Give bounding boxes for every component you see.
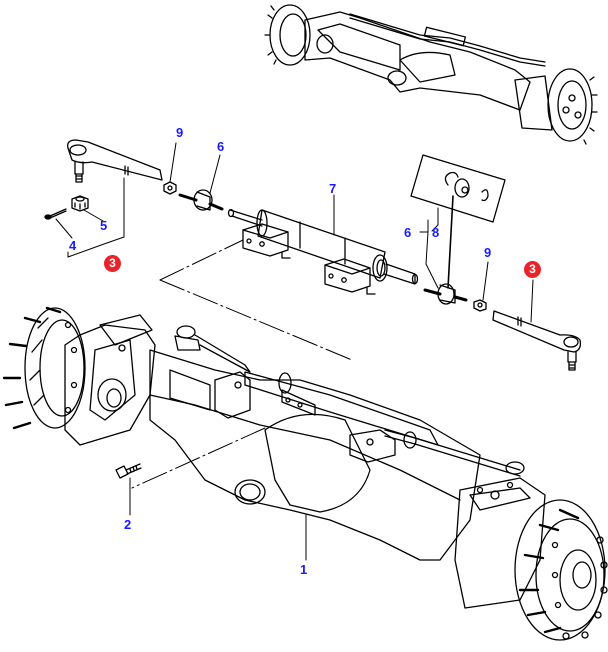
mounting-bolt bbox=[115, 463, 142, 479]
tie-rod-end-left bbox=[67, 139, 163, 183]
main-axle bbox=[2, 306, 608, 641]
callout-9-left[interactable]: 9 bbox=[176, 125, 184, 140]
callout-2[interactable]: 2 bbox=[124, 517, 132, 532]
nut-left bbox=[163, 181, 177, 195]
callout-9-right[interactable]: 9 bbox=[484, 245, 492, 260]
right-wheel-studs bbox=[518, 508, 580, 634]
left-wheel-studs bbox=[2, 306, 62, 430]
nut-right bbox=[473, 299, 487, 312]
assembly-guide-lines bbox=[131, 239, 353, 489]
castle-nut bbox=[71, 195, 89, 212]
leader-lines bbox=[55, 142, 534, 561]
callout-4[interactable]: 4 bbox=[69, 238, 77, 253]
steering-cylinder bbox=[227, 208, 419, 295]
right-hub-bolts bbox=[551, 536, 608, 640]
callout-5[interactable]: 5 bbox=[100, 218, 108, 233]
ball-joint-right bbox=[423, 283, 468, 305]
callout-6-left[interactable]: 6 bbox=[217, 139, 225, 154]
callout-8[interactable]: 8 bbox=[432, 225, 440, 240]
callout-3-left-highlighted[interactable]: 3 bbox=[104, 255, 121, 272]
callout-3-right-highlighted[interactable]: 3 bbox=[524, 261, 541, 278]
tie-rod-end-right bbox=[492, 310, 582, 371]
overview-axle bbox=[264, 4, 598, 145]
callout-6-right[interactable]: 6 bbox=[404, 225, 412, 240]
callout-1[interactable]: 1 bbox=[300, 562, 308, 577]
seal-kit-box bbox=[410, 154, 506, 223]
split-pin bbox=[44, 208, 67, 220]
callout-7[interactable]: 7 bbox=[329, 181, 337, 196]
ball-joint-left bbox=[178, 189, 224, 211]
